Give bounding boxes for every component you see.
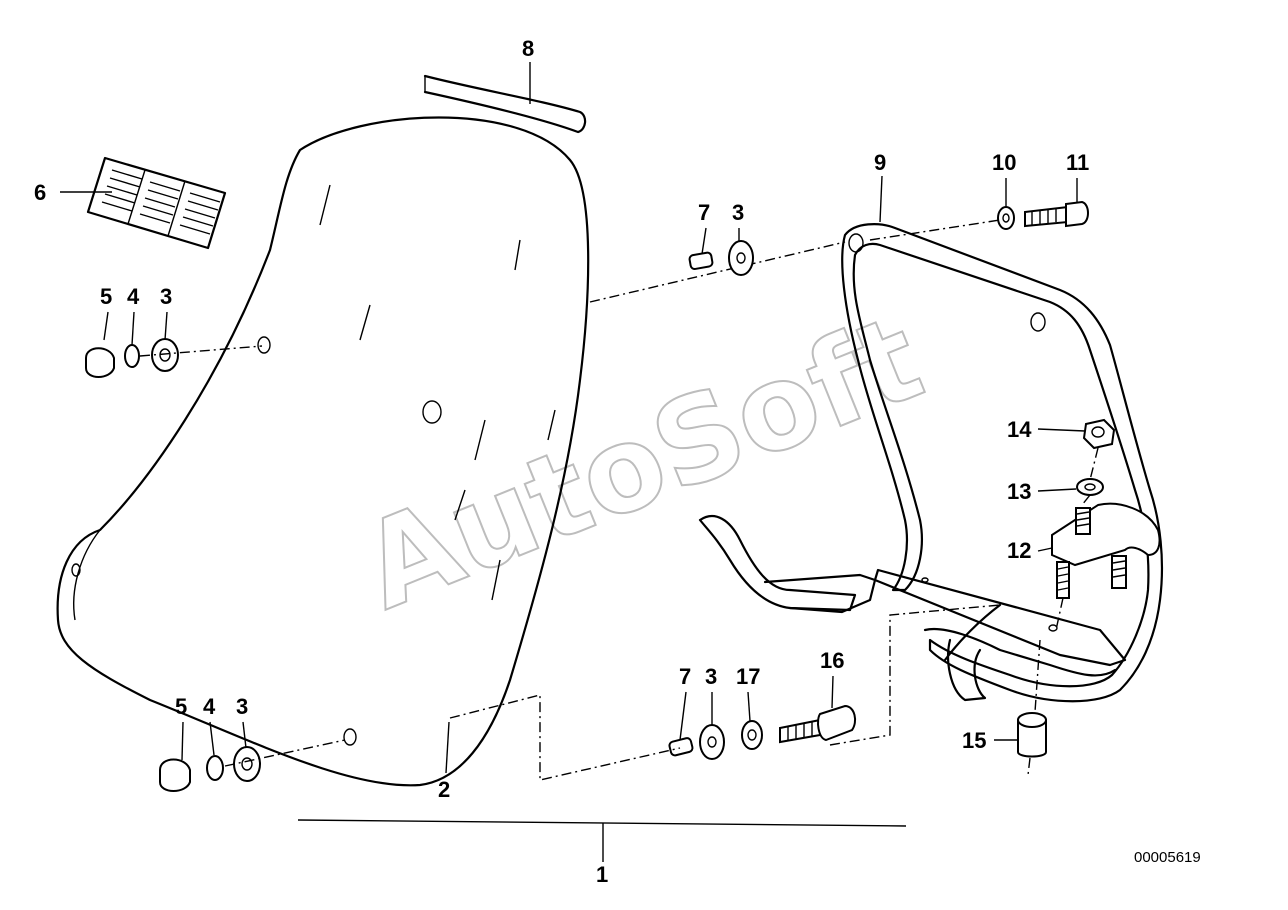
callout-9: 9: [874, 150, 886, 175]
callout-3-lower-left: 3: [236, 694, 248, 719]
callout-4-upper: 4: [127, 284, 140, 309]
callout-11: 11: [1066, 150, 1089, 175]
leader-lines: [60, 62, 1086, 862]
windshield: [56, 116, 590, 787]
callout-5-upper: 5: [100, 284, 112, 309]
watermark: AutoSoft: [344, 288, 940, 636]
reference-code: 00005619: [1134, 849, 1201, 866]
callout-8: 8: [522, 36, 534, 61]
edge-trim: [423, 74, 587, 134]
fastener-set-upper-left: [85, 338, 263, 378]
fastener-set-upper-middle: [589, 240, 846, 303]
assembly-bracket-line: [297, 819, 907, 827]
assembly-lines: [449, 604, 1001, 781]
callout-15: 15: [962, 728, 986, 753]
callout-4-lower: 4: [203, 694, 216, 719]
bolt-and-washer-upper: [869, 200, 1089, 241]
callout-17: 17: [736, 664, 760, 689]
callout-16: 16: [820, 648, 844, 673]
nut-and-washer: [1076, 418, 1116, 506]
grille-emblem: [86, 156, 227, 250]
clamp-block: [1051, 502, 1161, 631]
callout-5-lower: 5: [175, 694, 187, 719]
callout-3-upper-left: 3: [160, 284, 172, 309]
callout-7-lower: 7: [679, 664, 691, 689]
spacer-sleeve: [1017, 639, 1047, 776]
fastener-set-lower-left: [159, 739, 346, 792]
callout-10: 10: [992, 150, 1016, 175]
callout-2: 2: [438, 777, 450, 802]
callout-1: 1: [596, 862, 608, 887]
callout-6: 6: [34, 180, 46, 205]
callout-7-upper: 7: [698, 200, 710, 225]
callout-14: 14: [1007, 417, 1032, 442]
fastener-set-lower-middle: [668, 704, 857, 760]
callout-3-lower-middle: 3: [705, 664, 717, 689]
callout-13: 13: [1007, 479, 1031, 504]
callout-12: 12: [1007, 538, 1031, 563]
callout-3-upper-middle: 3: [732, 200, 744, 225]
